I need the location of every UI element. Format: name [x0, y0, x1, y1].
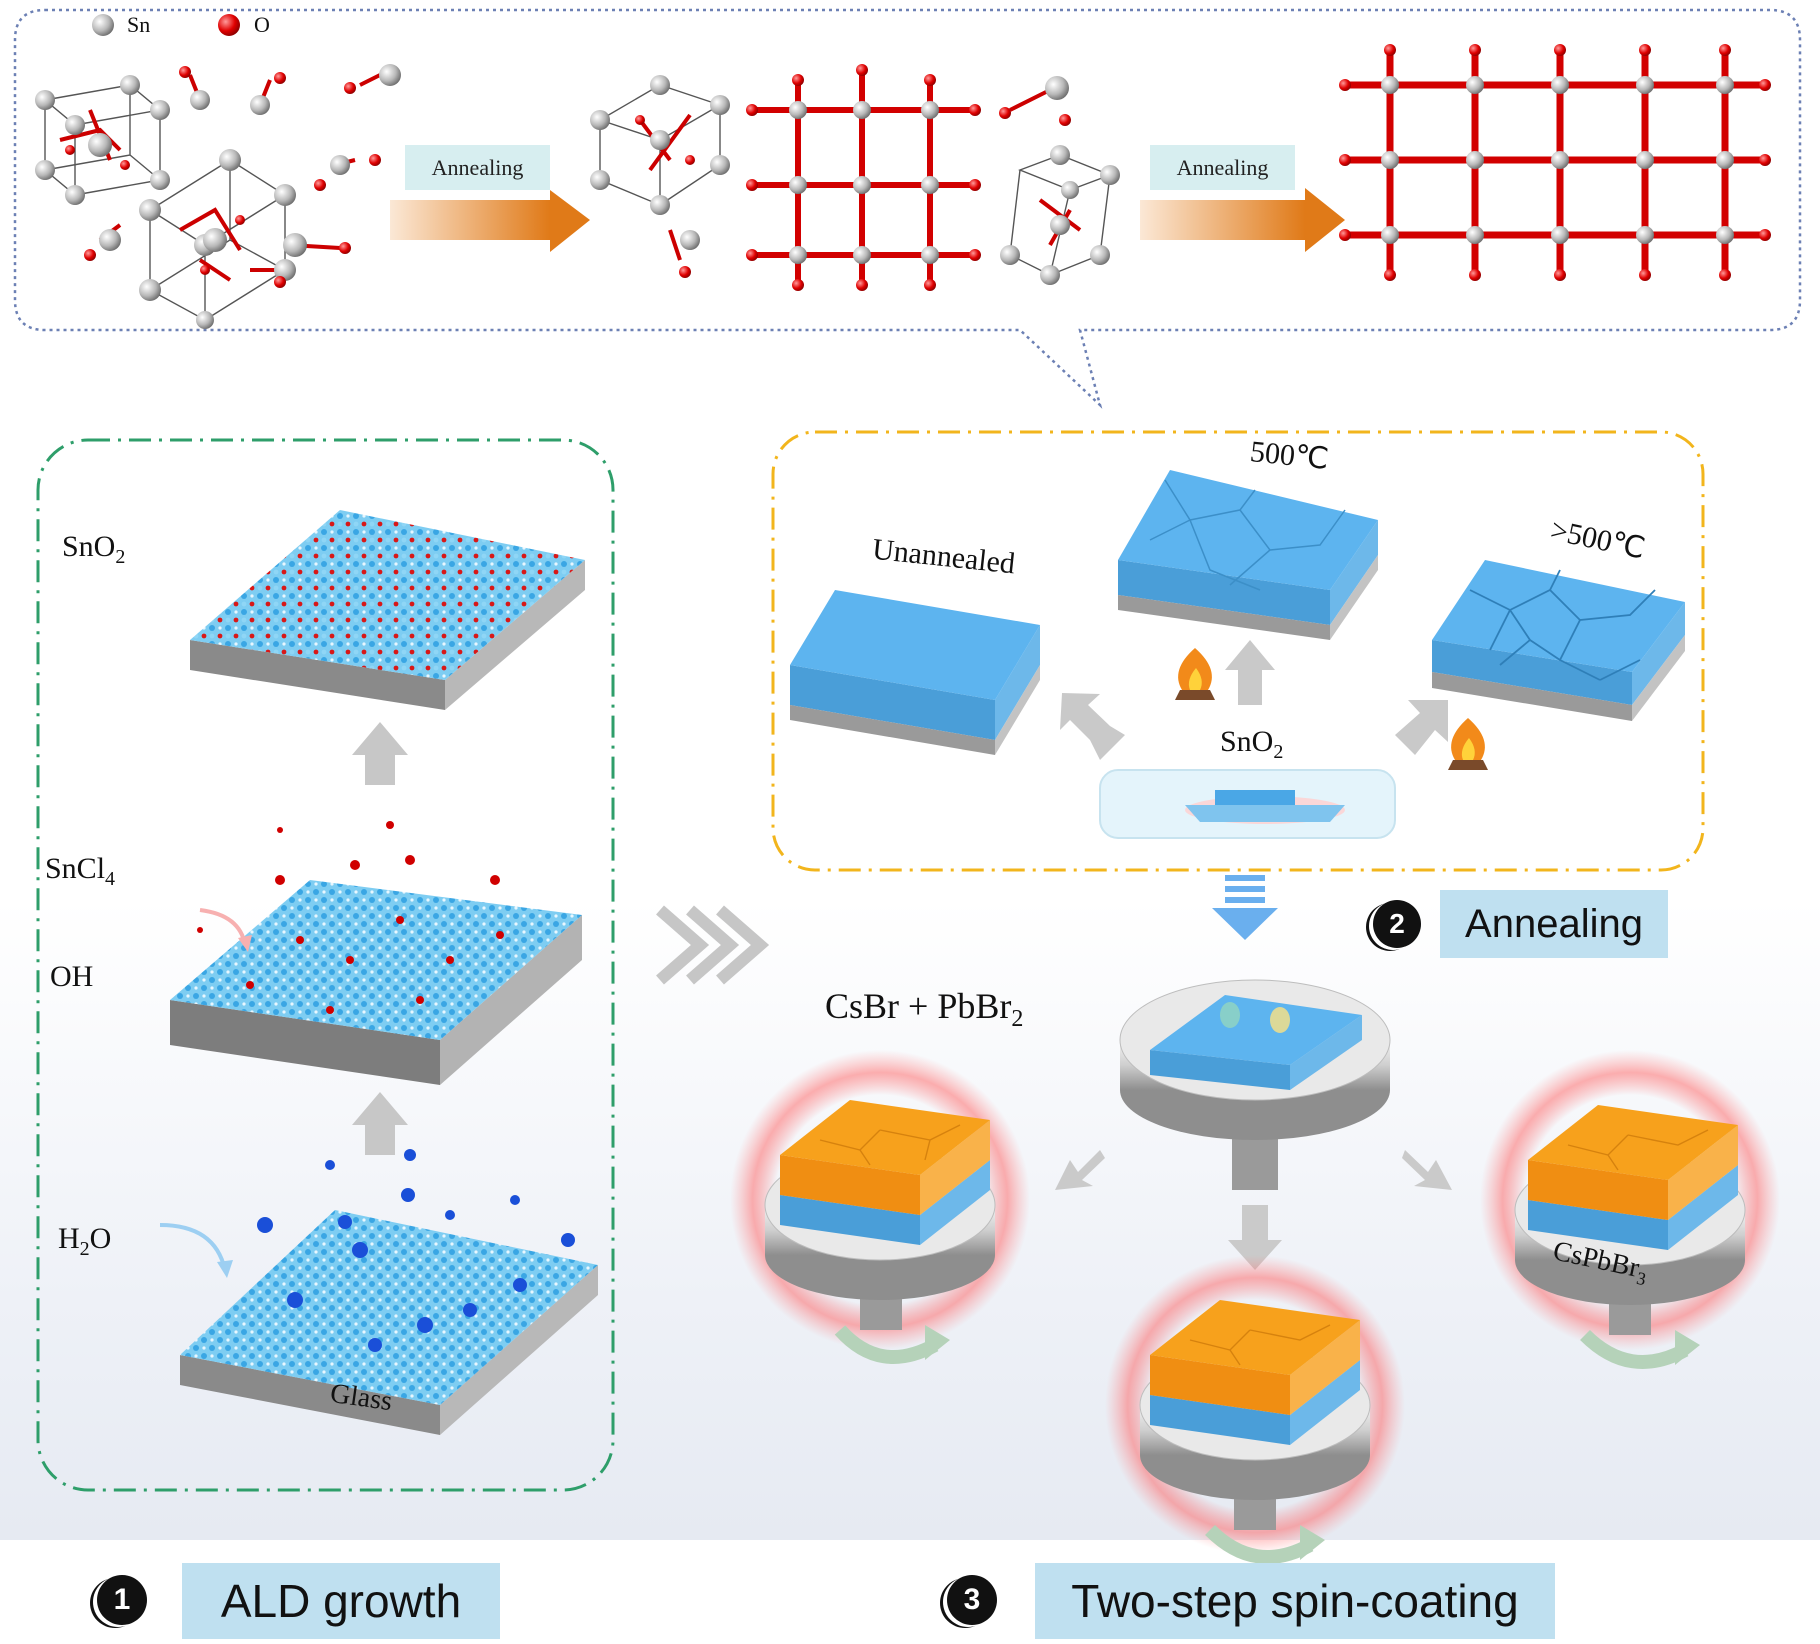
legend-o-ball [218, 14, 240, 36]
rutile-lattice-full [1339, 44, 1771, 281]
spin-arrow-down [1228, 1205, 1282, 1270]
annealing-arrow-1-head [550, 190, 590, 252]
annealing-arrow-1-shaft [390, 200, 550, 240]
step-2-label: Annealing [1440, 890, 1668, 958]
amorphous-sno2-cluster [35, 64, 401, 329]
unannealed-film [790, 590, 1040, 755]
ald-arrow-up-1 [352, 722, 408, 785]
film-500c [1118, 470, 1378, 640]
anneal-arrow-to-500c [1225, 640, 1275, 705]
step-3-label: Two-step spin-coating [1035, 1563, 1555, 1639]
step-3-number: 3 [947, 1575, 997, 1625]
flame-icon-500c [1175, 648, 1215, 700]
anneal-sno2-label: SnO2 [1220, 725, 1284, 763]
perovskite-chuck-right [1480, 1050, 1780, 1369]
anneal-arrow-to-unannealed [1060, 693, 1125, 760]
step-1-label: ALD growth [182, 1563, 500, 1639]
annealing-arrow-2-shaft [1140, 200, 1305, 240]
annealing-arrow-2-head [1305, 188, 1345, 252]
oh-film-slab [170, 821, 582, 1085]
spin-chuck-center [1119, 979, 1391, 1190]
flame-icon-gt500c [1448, 718, 1488, 770]
step-1-number: 1 [97, 1575, 147, 1625]
film-gt500c [1432, 560, 1685, 721]
annealing-tube [1099, 769, 1396, 839]
ald-sno2-label: SnO2 [62, 530, 126, 568]
legend-sn-label: Sn [127, 12, 151, 37]
legend-sn-ball [92, 14, 114, 36]
ald-oh-label: OH [50, 960, 94, 993]
rutile-lattice-partial [746, 64, 981, 291]
unit-cell-2 [1000, 145, 1120, 285]
process-flow-chevrons [656, 905, 770, 985]
spin-arrow-right [1402, 1150, 1452, 1190]
annealing-panel-border [771, 430, 1705, 872]
ald-arrow-up-2 [352, 1092, 408, 1155]
annealing-tag-1: Annealing [405, 145, 550, 190]
top-callout-border [13, 8, 1802, 409]
spin-arrow-left [1055, 1150, 1105, 1190]
glass-substrate-slab [159, 1149, 598, 1435]
step-2-number: 2 [1373, 900, 1421, 948]
ald-sncl4-label: SnCl4 [45, 852, 116, 890]
sno2-film-slab [190, 510, 585, 710]
annealing-tag-2: Annealing [1150, 145, 1295, 190]
ald-panel-border [36, 438, 615, 1492]
partial-crystal-cluster [590, 75, 1071, 278]
anneal-arrow-to-gt500c [1395, 700, 1448, 755]
reagent-label: CsBr + PbBr2 [825, 986, 1024, 1033]
perovskite-chuck-bottom [1105, 1255, 1405, 1564]
ald-h2o-label: H2O [58, 1222, 112, 1260]
legend-o-label: O [254, 12, 270, 37]
perovskite-chuck-left [730, 1050, 1030, 1364]
blue-down-arrow [1212, 875, 1278, 940]
